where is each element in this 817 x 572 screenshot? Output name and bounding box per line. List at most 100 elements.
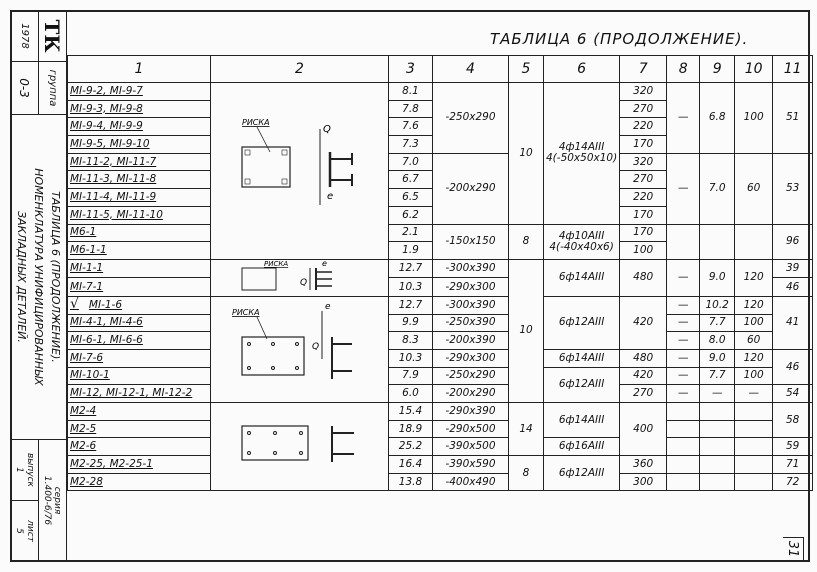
cell-anchor-length: 300 xyxy=(619,472,668,492)
cell-col9 xyxy=(699,455,736,474)
cell-mark: МI-12, МI-12-1, МI-12-2 xyxy=(67,384,211,403)
check-mark: √ xyxy=(70,296,79,313)
cell-weight: 25.2 xyxy=(388,437,433,457)
cell-weight: 10.3 xyxy=(388,348,433,368)
cell-anchors: 6ф14AIII xyxy=(542,258,621,297)
cell-weight: 8.1 xyxy=(388,82,433,101)
cell-anchors: 4ф10AIII 4(-40x40x6) xyxy=(542,223,621,260)
column-header-1: 1 xyxy=(67,55,211,83)
cell-col8: — xyxy=(666,331,701,350)
cell-col9: 7.0 xyxy=(699,152,736,225)
cell-anchor-length: 320 xyxy=(619,82,668,101)
cell-col10 xyxy=(734,455,774,474)
stamp-issue-value: 1 xyxy=(14,467,25,473)
cell-plate: -290x390 xyxy=(432,402,509,421)
cell-plate: -400x490 xyxy=(432,472,509,492)
cell-anchor-length: 270 xyxy=(619,384,668,403)
cell-anchor-length: 170 xyxy=(619,205,668,225)
cell-mark: МI-4-1, МI-4-6 xyxy=(67,313,211,333)
cell-col10 xyxy=(734,472,774,492)
svg-text:Q: Q xyxy=(323,124,331,135)
cell-col10: 100 xyxy=(734,366,774,386)
cell-plate: -300x390 xyxy=(432,295,509,315)
cell-anchor-length: 270 xyxy=(619,170,668,190)
cell-col8 xyxy=(666,419,701,439)
cell-weight: 15.4 xyxy=(388,402,433,421)
cell-col8 xyxy=(666,455,701,474)
cell-col10: 120 xyxy=(734,348,774,368)
column-header-3: 3 xyxy=(388,55,433,83)
cell-anchor-length: 170 xyxy=(619,223,668,243)
cell-anchor-length: 360 xyxy=(619,455,668,474)
svg-text:Q: Q xyxy=(300,278,307,288)
cell-thickness: 8 xyxy=(508,223,544,260)
cell-col8: — xyxy=(666,384,701,403)
stamp-desc-line: ТАБЛИЦА 6 (ПРОДОЛЖЕНИЕ). xyxy=(49,191,62,363)
cell-weight: 7.8 xyxy=(388,99,433,119)
table-title: ТАБЛИЦА 6 (ПРОДОЛЖЕНИЕ). xyxy=(490,30,749,48)
cell-mark: МI-11-3, МI-11-8 xyxy=(67,170,211,190)
svg-text:Q: Q xyxy=(312,342,319,352)
stamp-year: 1978 xyxy=(10,10,39,62)
cell-thickness: 10 xyxy=(508,258,544,404)
cell-mark: М2-4 xyxy=(67,402,211,421)
cell-plate: -200x290 xyxy=(432,384,509,403)
stamp-issue-label: выпуск xyxy=(25,452,36,487)
cell-anchor-length: 100 xyxy=(619,241,668,260)
cell-col9: 7.7 xyxy=(699,366,736,386)
cell-thickness: 8 xyxy=(508,455,544,492)
cell-weight: 18.9 xyxy=(388,419,433,439)
cell-weight: 8.3 xyxy=(388,331,433,350)
cell-weight: 7.9 xyxy=(388,366,433,386)
cell-weight: 6.0 xyxy=(388,384,433,403)
cell-col9: — xyxy=(699,384,736,403)
cell-sheet-ref: 54 xyxy=(772,384,814,403)
cell-sheet-ref: 46 xyxy=(772,348,814,386)
cell-col8 xyxy=(666,402,701,421)
cell-mark: МI-6-1, МI-6-6 xyxy=(67,331,211,350)
cell-mark: М6-1-1 xyxy=(67,241,211,260)
cell-col9: 6.8 xyxy=(699,82,736,154)
stamp-tk: ТК xyxy=(38,10,67,62)
cell-anchor-length: 170 xyxy=(619,135,668,154)
cell-plate: -250x390 xyxy=(432,313,509,333)
cell-sheet-ref: 72 xyxy=(772,472,814,492)
cell-mark: М2-5 xyxy=(67,419,211,439)
cell-col8: — xyxy=(666,348,701,368)
svg-text:e: e xyxy=(325,302,331,312)
cell-weight: 10.3 xyxy=(388,277,433,297)
cell-col8: — xyxy=(666,366,701,386)
cell-sheet-ref: 39 xyxy=(772,258,814,279)
cell-anchor-length: 480 xyxy=(619,348,668,368)
cell-col10 xyxy=(734,419,774,439)
column-header-2: 2 xyxy=(210,55,389,83)
cell-anchors: 6ф12AIII xyxy=(542,366,621,404)
stamp-issue: выпуск 1 xyxy=(10,439,39,501)
cell-mark: МI-11-4, МI-11-9 xyxy=(67,188,211,207)
cell-plate: -290x300 xyxy=(432,277,509,297)
stamp-series: серия 1.400-6/76 xyxy=(38,439,67,562)
svg-text:РИСКА: РИСКА xyxy=(264,260,288,268)
column-header-11: 11 xyxy=(772,55,814,83)
cell-sheet-ref: 53 xyxy=(772,152,814,225)
page-number: 31 xyxy=(783,537,804,560)
cell-anchor-length: 400 xyxy=(619,401,668,457)
column-header-4: 4 xyxy=(432,55,509,83)
drawing-cell: РИСКА Q e xyxy=(210,82,389,260)
cell-col9 xyxy=(699,437,736,457)
cell-col10: 60 xyxy=(734,331,774,350)
stamp-sheet-label: лист xyxy=(25,520,36,542)
cell-anchors: 6ф14AIII xyxy=(542,401,621,439)
cell-col10 xyxy=(734,402,774,421)
cell-weight: 6.5 xyxy=(388,188,433,207)
stamp-group: 0-3 xyxy=(10,61,39,115)
